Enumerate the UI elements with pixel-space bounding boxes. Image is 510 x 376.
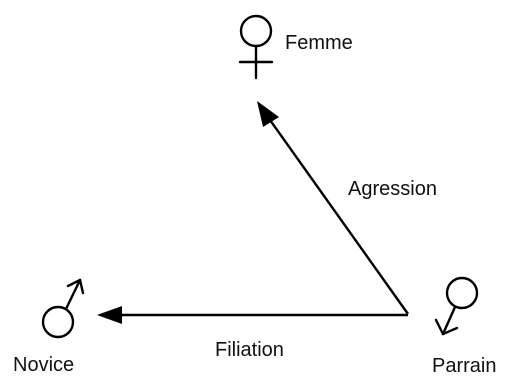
edge-filiation: Filiation [97,306,408,361]
femme-label: Femme [285,32,353,54]
agression-arrow-line [269,119,409,315]
agression-label: Agression [348,178,437,200]
node-parrain: Parrain [432,276,496,376]
female-symbol-icon [238,14,274,80]
edge-agression: Agression [257,101,437,315]
filiation-arrowhead [97,306,122,324]
parrain-label: Parrain [432,355,496,376]
node-novice: Novice [13,278,85,376]
novice-label: Novice [13,354,74,376]
node-femme: Femme [238,14,353,80]
male-symbol-icon [41,278,85,339]
filiation-label: Filiation [215,339,284,361]
inverted-male-symbol-icon [434,276,479,336]
agression-arrowhead [257,101,279,127]
